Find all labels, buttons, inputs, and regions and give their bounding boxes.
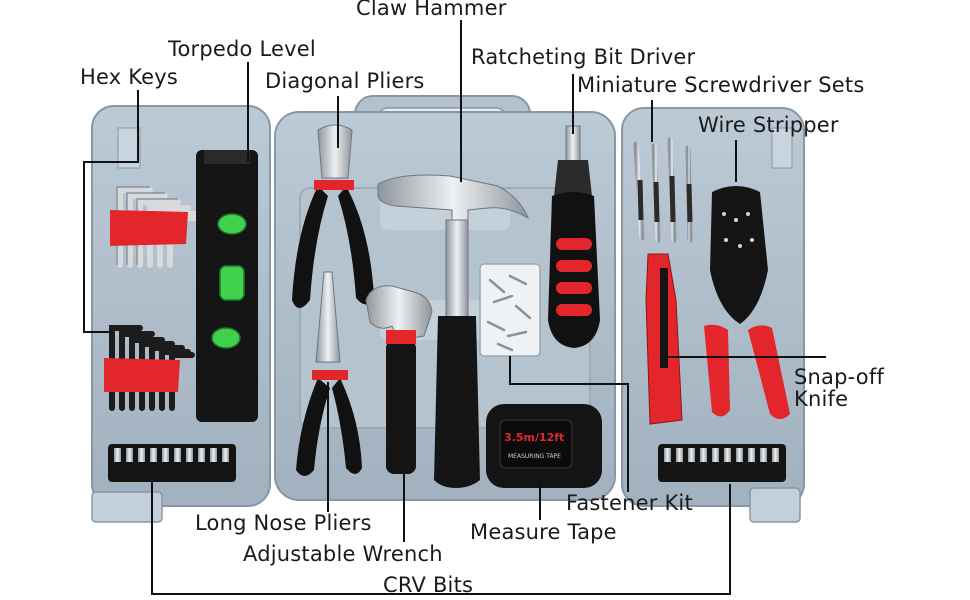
measure-tape-illustration: 3.5m/12ft MEASURING TAPE — [486, 404, 602, 488]
leader-crv-bits — [151, 474, 731, 595]
label-torpedo-level: Torpedo Level — [168, 37, 316, 61]
ratcheting-bit-driver-illustration — [548, 125, 600, 348]
label-wire-stripper: Wire Stripper — [698, 113, 839, 137]
label-snap-off-knife: Snap-off Knife — [794, 366, 904, 410]
crv-bits-right-illustration — [658, 444, 786, 482]
leader-lines — [83, 20, 826, 595]
hex-keys-illustration — [104, 186, 201, 411]
adjustable-wrench-illustration — [365, 285, 433, 474]
label-adjustable-wrench: Adjustable Wrench — [243, 542, 443, 566]
fastener-kit-illustration — [479, 263, 541, 357]
snap-off-knife-illustration — [645, 253, 683, 425]
label-claw-hammer: Claw Hammer — [356, 0, 507, 20]
miniature-screwdrivers-illustration — [633, 137, 693, 243]
leader-fastener-kit — [509, 356, 629, 492]
claw-hammer-illustration — [377, 174, 530, 488]
label-snap-off-knife-line2: Knife — [794, 387, 849, 412]
wire-stripper-illustration — [704, 186, 790, 419]
label-miniature-screwdriver-sets: Miniature Screwdriver Sets — [577, 73, 865, 97]
label-ratcheting-bit-driver: Ratcheting Bit Driver — [471, 45, 696, 69]
leader-hex-keys — [83, 90, 139, 333]
diagonal-pliers-illustration — [292, 124, 374, 308]
label-long-nose-pliers: Long Nose Pliers — [195, 511, 372, 535]
label-crv-bits: CRV Bits — [383, 573, 474, 597]
long-nose-pliers-illustration — [296, 271, 362, 476]
label-snap-off-knife-line1: Snap-off — [794, 365, 885, 389]
crv-bits-left-illustration — [108, 444, 236, 482]
torpedo-level-illustration — [196, 150, 258, 422]
tape-name-text: MEASURING TAPE — [508, 453, 561, 460]
tape-size-text: 3.5m/12ft — [504, 431, 564, 444]
label-measure-tape: Measure Tape — [470, 520, 617, 544]
label-hex-keys: Hex Keys — [80, 65, 179, 89]
label-fastener-kit: Fastener Kit — [566, 491, 693, 515]
label-diagonal-pliers: Diagonal Pliers — [265, 69, 425, 93]
